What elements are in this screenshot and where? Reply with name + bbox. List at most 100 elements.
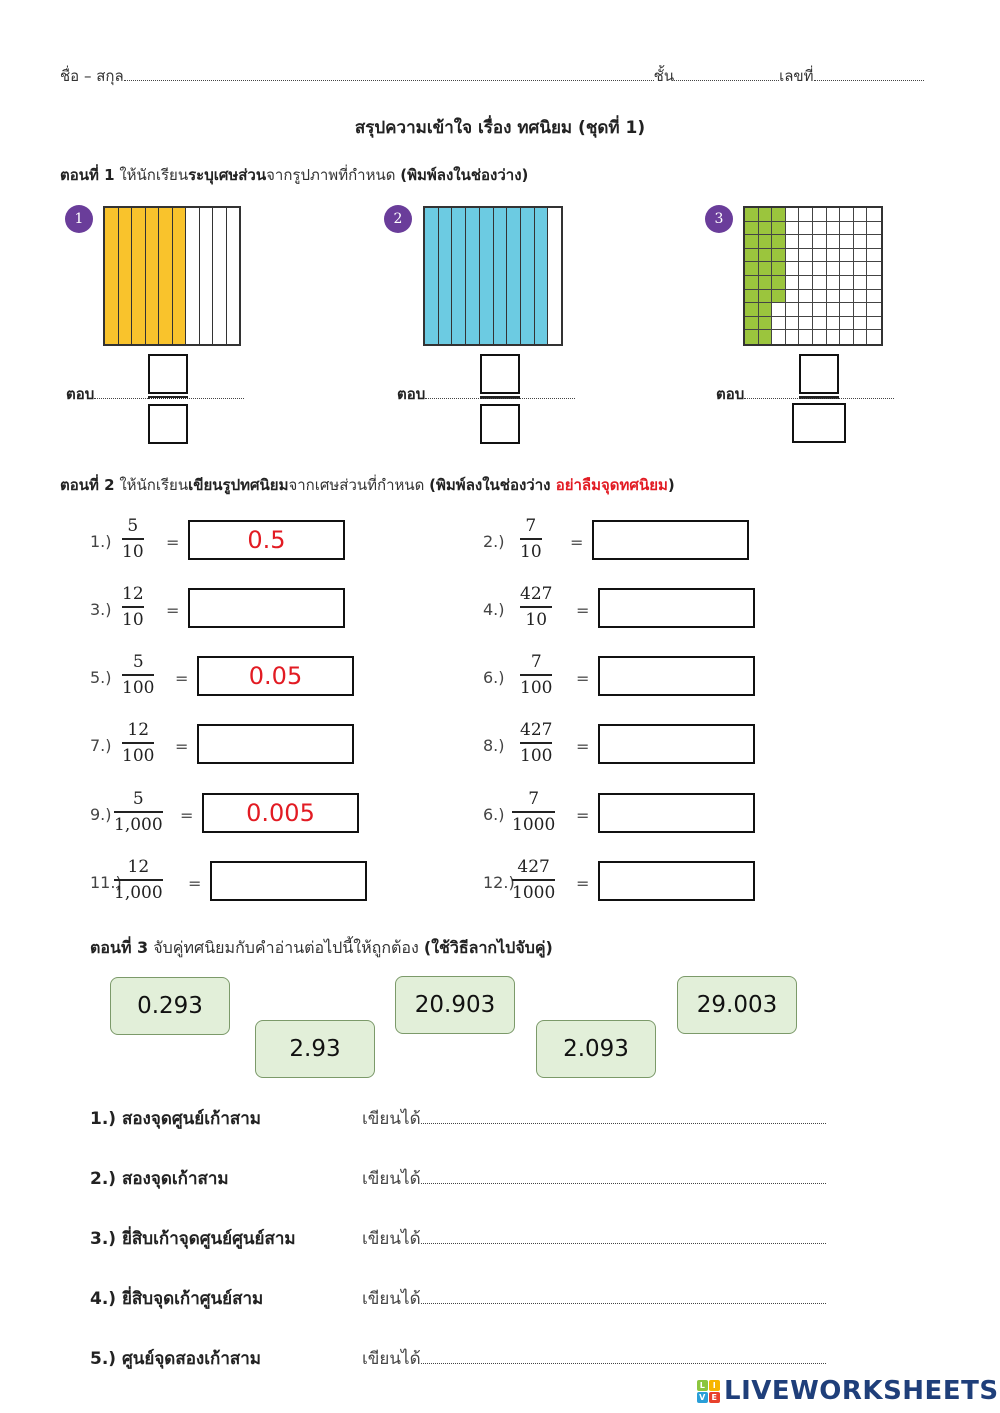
empty-cell (785, 248, 800, 263)
empty-strip (200, 208, 213, 344)
decimal-answer-input[interactable] (598, 793, 755, 833)
numerator: 12 (127, 857, 150, 877)
reading-text: 1.) สองจุดศูนย์เก้าสาม (90, 1109, 262, 1129)
empty-cell (813, 289, 827, 304)
empty-cell (813, 235, 827, 249)
numerator: 5 (132, 789, 144, 809)
shaded-strip (159, 208, 173, 344)
decimal-answer-input[interactable] (197, 724, 354, 764)
fraction-bar (512, 879, 556, 881)
equals-sign: = (175, 669, 189, 688)
part3-heading-label: ตอนที่ 3 (90, 938, 149, 957)
page-title: สรุปความเข้าใจ เรื่อง ทศนิยม (ชุดที่ 1) (354, 118, 646, 138)
write-label: เขียนได้ (362, 1289, 421, 1309)
numerator-input-1[interactable] (148, 354, 188, 394)
shaded-cell (758, 208, 773, 222)
decimal-tile-2-93[interactable]: 2.93 (255, 1020, 375, 1078)
number-field[interactable] (813, 67, 924, 81)
part3-heading-text: จับคู่ทศนิยมกับคำอ่านต่อไปนี้ให้ถูกต้อง (148, 938, 424, 957)
denominator: 100 (122, 746, 155, 766)
decimal-answer-input[interactable]: 0.05 (197, 656, 354, 696)
logo-mark-icon: L I V E (697, 1379, 720, 1403)
name-label: ชื่อ – สกุล (60, 67, 124, 85)
tenths-figure-1 (103, 206, 241, 346)
fraction-bar (122, 674, 155, 676)
shaded-strip (438, 208, 453, 344)
denominator: 10 (122, 542, 144, 562)
decimal-answer-input[interactable] (598, 724, 755, 764)
numerator: 5 (127, 516, 139, 536)
decimal-answer-input[interactable] (598, 861, 755, 901)
empty-cell (826, 208, 841, 222)
denominator: 100 (122, 678, 155, 698)
empty-cell (799, 208, 813, 222)
empty-cell (813, 248, 827, 263)
shaded-cell (745, 221, 759, 236)
shaded-strip (425, 208, 439, 344)
write-answer-field[interactable] (420, 1232, 826, 1244)
decimal-tile-29-003[interactable]: 29.003 (677, 976, 797, 1034)
empty-cell (799, 276, 813, 290)
decimal-tile-2-093[interactable]: 2.093 (536, 1020, 656, 1078)
write-answer-field[interactable] (420, 1112, 826, 1124)
numerator-input-2[interactable] (480, 354, 520, 394)
empty-cell (867, 262, 881, 276)
fraction-bar (114, 811, 163, 813)
shaded-cell (758, 276, 773, 290)
logo-mark-v: V (697, 1391, 708, 1403)
shaded-cell (758, 289, 773, 304)
decimal-answer-input[interactable] (598, 588, 755, 628)
numerator: 427 (520, 584, 553, 604)
denominator-input-2[interactable] (480, 404, 520, 444)
class-field[interactable] (674, 67, 780, 81)
empty-cell (785, 221, 800, 236)
figure-badge-1: 1 (65, 205, 93, 233)
write-answer-field[interactable] (420, 1172, 826, 1184)
decimal-answer-input[interactable] (598, 656, 755, 696)
denominator: 100 (520, 678, 553, 698)
decimal-answer-input[interactable] (210, 861, 367, 901)
numerator: 7 (525, 516, 537, 536)
empty-cell (785, 276, 800, 290)
reading-text: 5.) ศูนย์จุดสองเก้าสาม (90, 1349, 262, 1369)
write-answer-field[interactable] (420, 1352, 826, 1364)
denominator-input-3[interactable] (792, 403, 846, 443)
write-label: เขียนได้ (362, 1229, 421, 1249)
numerator-input-3[interactable] (799, 354, 839, 394)
shaded-cell (745, 303, 759, 317)
write-answer-field[interactable] (420, 1292, 826, 1304)
denominator-input-1[interactable] (148, 404, 188, 444)
empty-cell (813, 303, 827, 317)
equals-sign: = (175, 737, 189, 756)
decimal-tile-20-903[interactable]: 20.903 (395, 976, 515, 1034)
empty-cell (799, 316, 813, 331)
empty-cell (853, 316, 868, 331)
decimal-answer-input[interactable] (188, 588, 345, 628)
question-number: 4.) (483, 600, 505, 619)
decimal-answer-input[interactable]: 0.005 (202, 793, 359, 833)
shaded-cell (745, 248, 759, 263)
figure-badge-2: 2 (384, 205, 412, 233)
shaded-cell (758, 248, 773, 263)
numerator: 7 (528, 789, 540, 809)
numerator: 12 (122, 584, 144, 604)
question-number: 11.) (90, 873, 122, 892)
reading-row: 5.) ศูนย์จุดสองเก้าสามเขียนได้ (90, 1345, 826, 1372)
name-field[interactable] (123, 67, 654, 81)
shaded-strip (452, 208, 467, 344)
answer-label: ตอบ (716, 385, 745, 403)
decimal-answer-input[interactable] (592, 520, 749, 560)
part2-heading-label: ตอนที่ 2 (60, 476, 115, 494)
part1-heading-emphasis: ระบุเศษส่วน (188, 166, 267, 184)
equals-sign: = (576, 737, 590, 756)
empty-cell (853, 276, 868, 290)
reading-text: 2.) สองจุดเก้าสาม (90, 1169, 229, 1189)
empty-cell (853, 303, 868, 317)
decimal-answer-input[interactable]: 0.5 (188, 520, 345, 560)
decimal-tile-0-293[interactable]: 0.293 (110, 977, 230, 1035)
empty-cell (854, 330, 868, 344)
